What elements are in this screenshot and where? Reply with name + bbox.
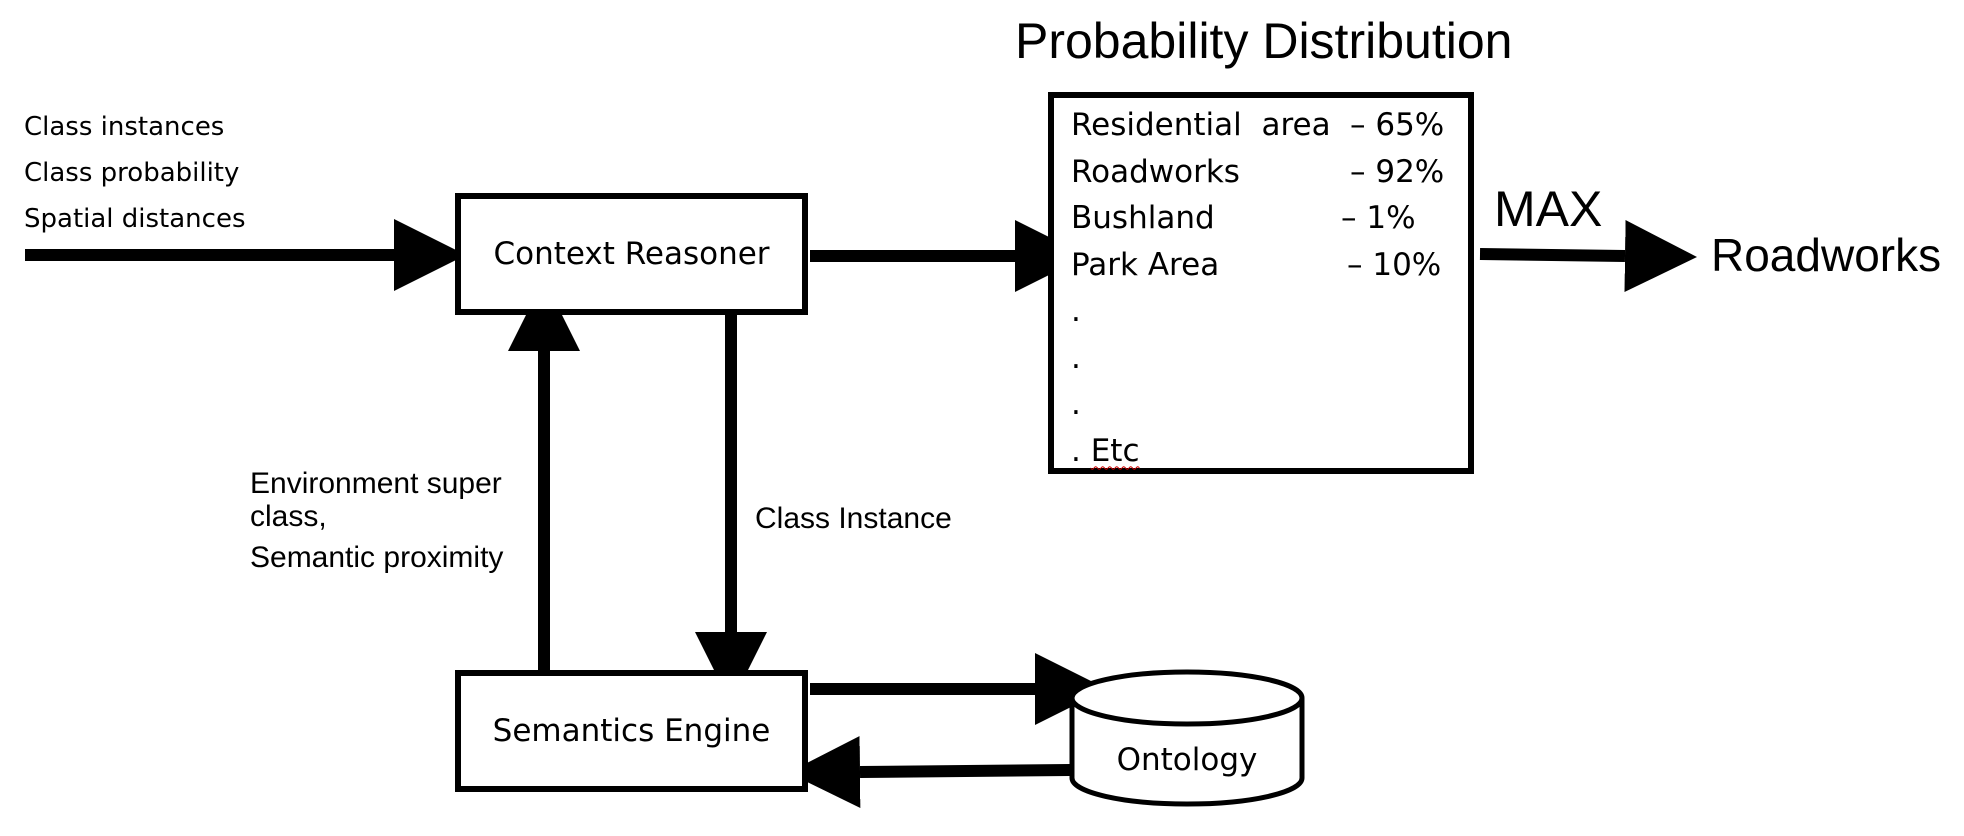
max-arrow (1479, 220, 1697, 292)
semantics-engine-box: Semantics Engine (455, 670, 808, 792)
input-label-class-probability: Class probability (24, 158, 240, 188)
prob-name: Residential area (1071, 107, 1331, 143)
output-label: Roadworks (1711, 229, 1942, 281)
input-labels: Class instances Class probability Spatia… (24, 104, 246, 242)
prob-value: – 10% (1347, 246, 1442, 283)
probability-title: Probability Distribution (1015, 13, 1513, 69)
prob-row-roadworks: Roadworks – 92% (1071, 149, 1468, 196)
prob-ellipsis-1: . (1071, 293, 1081, 329)
prob-row-residential: Residential area – 65% (1071, 102, 1468, 149)
class-instance-label: Class Instance (755, 502, 952, 535)
feedback-label: Environment super class, Semantic proxim… (250, 467, 540, 574)
prob-name: Roadworks (1071, 153, 1240, 190)
ontology-cylinder (1069, 669, 1305, 807)
ontology-to-engine-arrow (788, 736, 1071, 808)
context-reasoner-label: Context Reasoner (493, 236, 770, 272)
prob-name: Bushland (1071, 200, 1215, 236)
prob-etc-dot: . (1071, 432, 1081, 469)
prob-ellipsis-3: . (1071, 386, 1081, 422)
semantics-engine-label: Semantics Engine (492, 713, 771, 749)
prob-row-bushland: Bushland – 1% (1071, 195, 1468, 242)
prob-name: Park Area (1071, 246, 1220, 283)
input-label-class-instances: Class instances (24, 112, 225, 142)
max-label: MAX (1494, 181, 1603, 237)
prob-value: – 92% (1350, 153, 1445, 190)
prob-row-park-area: Park Area – 10% (1071, 242, 1468, 289)
input-label-spatial-distances: Spatial distances (24, 204, 246, 234)
feedback-label-line-2: Semantic proximity (250, 541, 504, 574)
prob-ellipsis-2: . (1071, 339, 1081, 376)
ontology-label: Ontology (1116, 742, 1258, 778)
prob-etc-text: Etc (1090, 432, 1140, 469)
prob-value: – 65% (1350, 107, 1445, 143)
context-reasoner-box: Context Reasoner (455, 193, 808, 315)
feedback-label-line-1: Environment super class, (250, 467, 502, 533)
probability-box: Residential area – 65% Roadworks – 92% B… (1048, 92, 1474, 474)
prob-value: – 1% (1341, 200, 1416, 236)
prob-row-etc: . Etc (1071, 428, 1468, 475)
